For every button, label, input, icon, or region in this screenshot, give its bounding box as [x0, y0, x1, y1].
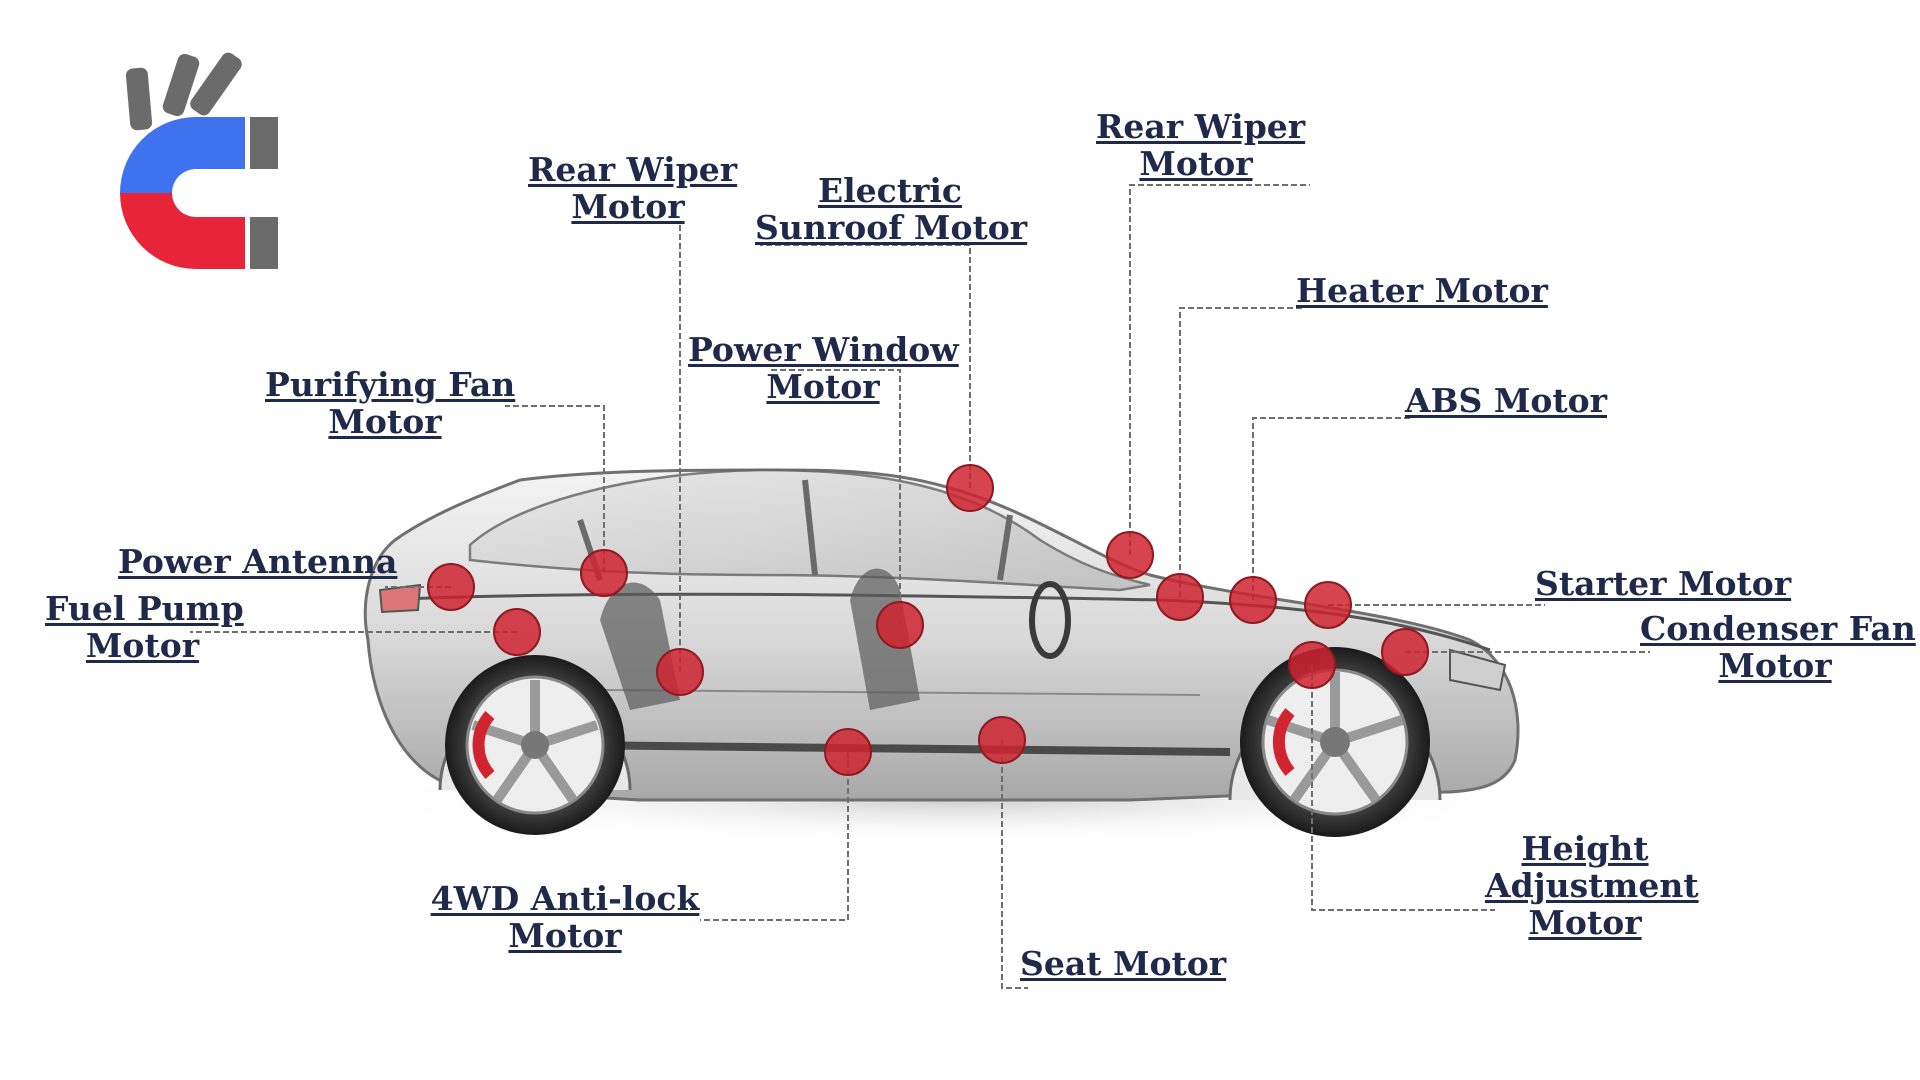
marker-fuel-pump-motor[interactable] [493, 608, 541, 656]
label-line: Fuel Pump [45, 589, 244, 628]
leader-line-rear-wiper-motor-front [1129, 184, 1310, 555]
label-line: Rear Wiper [528, 150, 738, 189]
label-height-adjustment-motor: Height Adjustment Motor [1485, 829, 1699, 942]
label-line: Height [1521, 829, 1649, 868]
leader-line-seat-motor [1001, 740, 1028, 989]
label-line: ABS Motor [1405, 381, 1607, 420]
label-4wd-anti-lock-motor: 4WD Anti-lock Motor [430, 880, 700, 954]
label-line: Condenser Fan [1640, 609, 1916, 648]
leader-line-purifying-fan-motor [505, 405, 605, 573]
label-line: Purifying Fan [265, 365, 516, 404]
marker-power-window-motor[interactable] [876, 601, 924, 649]
leader-line-height-adjustment-motor [1311, 665, 1495, 911]
label-line: Seat Motor [1020, 944, 1227, 983]
label-line: Electric [817, 171, 963, 210]
label-line: Motor [1718, 646, 1832, 685]
marker-power-antenna[interactable] [427, 563, 475, 611]
label-line: Power Antenna [118, 542, 398, 581]
marker-rear-wiper-motor-rear[interactable] [656, 648, 704, 696]
label-power-window-motor: Power Window Motor [688, 330, 959, 406]
marker-height-adjustment-motor[interactable] [1288, 641, 1336, 689]
label-line: Motor [508, 916, 622, 955]
label-line: Motor [766, 367, 880, 406]
marker-starter-motor[interactable] [1304, 581, 1352, 629]
label-starter-motor: Starter Motor [1535, 565, 1791, 602]
marker-rear-wiper-motor-front[interactable] [1106, 531, 1154, 579]
marker-purifying-fan-motor[interactable] [580, 549, 628, 597]
label-rear-wiper-motor-rear: Rear Wiper Motor [528, 151, 737, 226]
label-purifying-fan-motor: Purifying Fan Motor [265, 366, 515, 441]
label-heater-motor: Heater Motor [1296, 271, 1548, 310]
leader-line-4wd-anti-lock-motor [700, 752, 849, 921]
rear-wheel [445, 655, 625, 835]
label-abs-motor: ABS Motor [1405, 381, 1607, 420]
leader-line-abs-motor [1252, 417, 1412, 600]
marker-abs-motor[interactable] [1229, 576, 1277, 624]
label-line: Sunroof Motor [755, 208, 1028, 247]
label-line: Motor [85, 626, 200, 665]
label-condenser-fan-motor: Condenser Fan Motor [1640, 610, 1916, 685]
front-wheel [1240, 647, 1430, 837]
leader-line-power-window-motor [770, 369, 901, 625]
logo-icon [120, 52, 278, 269]
label-line: Rear Wiper [1096, 107, 1306, 146]
label-line: Adjustment [1485, 866, 1699, 905]
label-line: Motor [1139, 144, 1253, 183]
marker-seat-motor[interactable] [978, 716, 1026, 764]
marker-electric-sunroof-motor[interactable] [946, 464, 994, 512]
leader-line-heater-motor [1179, 307, 1302, 597]
label-electric-sunroof-motor: Electric Sunroof Motor [755, 171, 1028, 247]
label-line: Motor [1528, 903, 1642, 942]
marker-condenser-fan-motor[interactable] [1381, 628, 1429, 676]
label-line: Power Window [688, 330, 959, 369]
marker-4wd-anti-lock-motor[interactable] [824, 728, 872, 776]
label-line: Heater Motor [1296, 271, 1548, 310]
label-line: 4WD Anti-lock [430, 879, 700, 918]
marker-heater-motor[interactable] [1156, 573, 1204, 621]
label-seat-motor: Seat Motor [1020, 945, 1226, 982]
label-power-antenna: Power Antenna [118, 543, 397, 580]
leader-line-electric-sunroof-motor [760, 244, 971, 488]
label-line: Starter Motor [1535, 564, 1792, 603]
label-fuel-pump-motor: Fuel Pump Motor [45, 590, 244, 665]
label-line: Motor [328, 402, 442, 441]
label-rear-wiper-motor-front: Rear Wiper Motor [1096, 108, 1305, 183]
label-line: Motor [571, 187, 685, 226]
